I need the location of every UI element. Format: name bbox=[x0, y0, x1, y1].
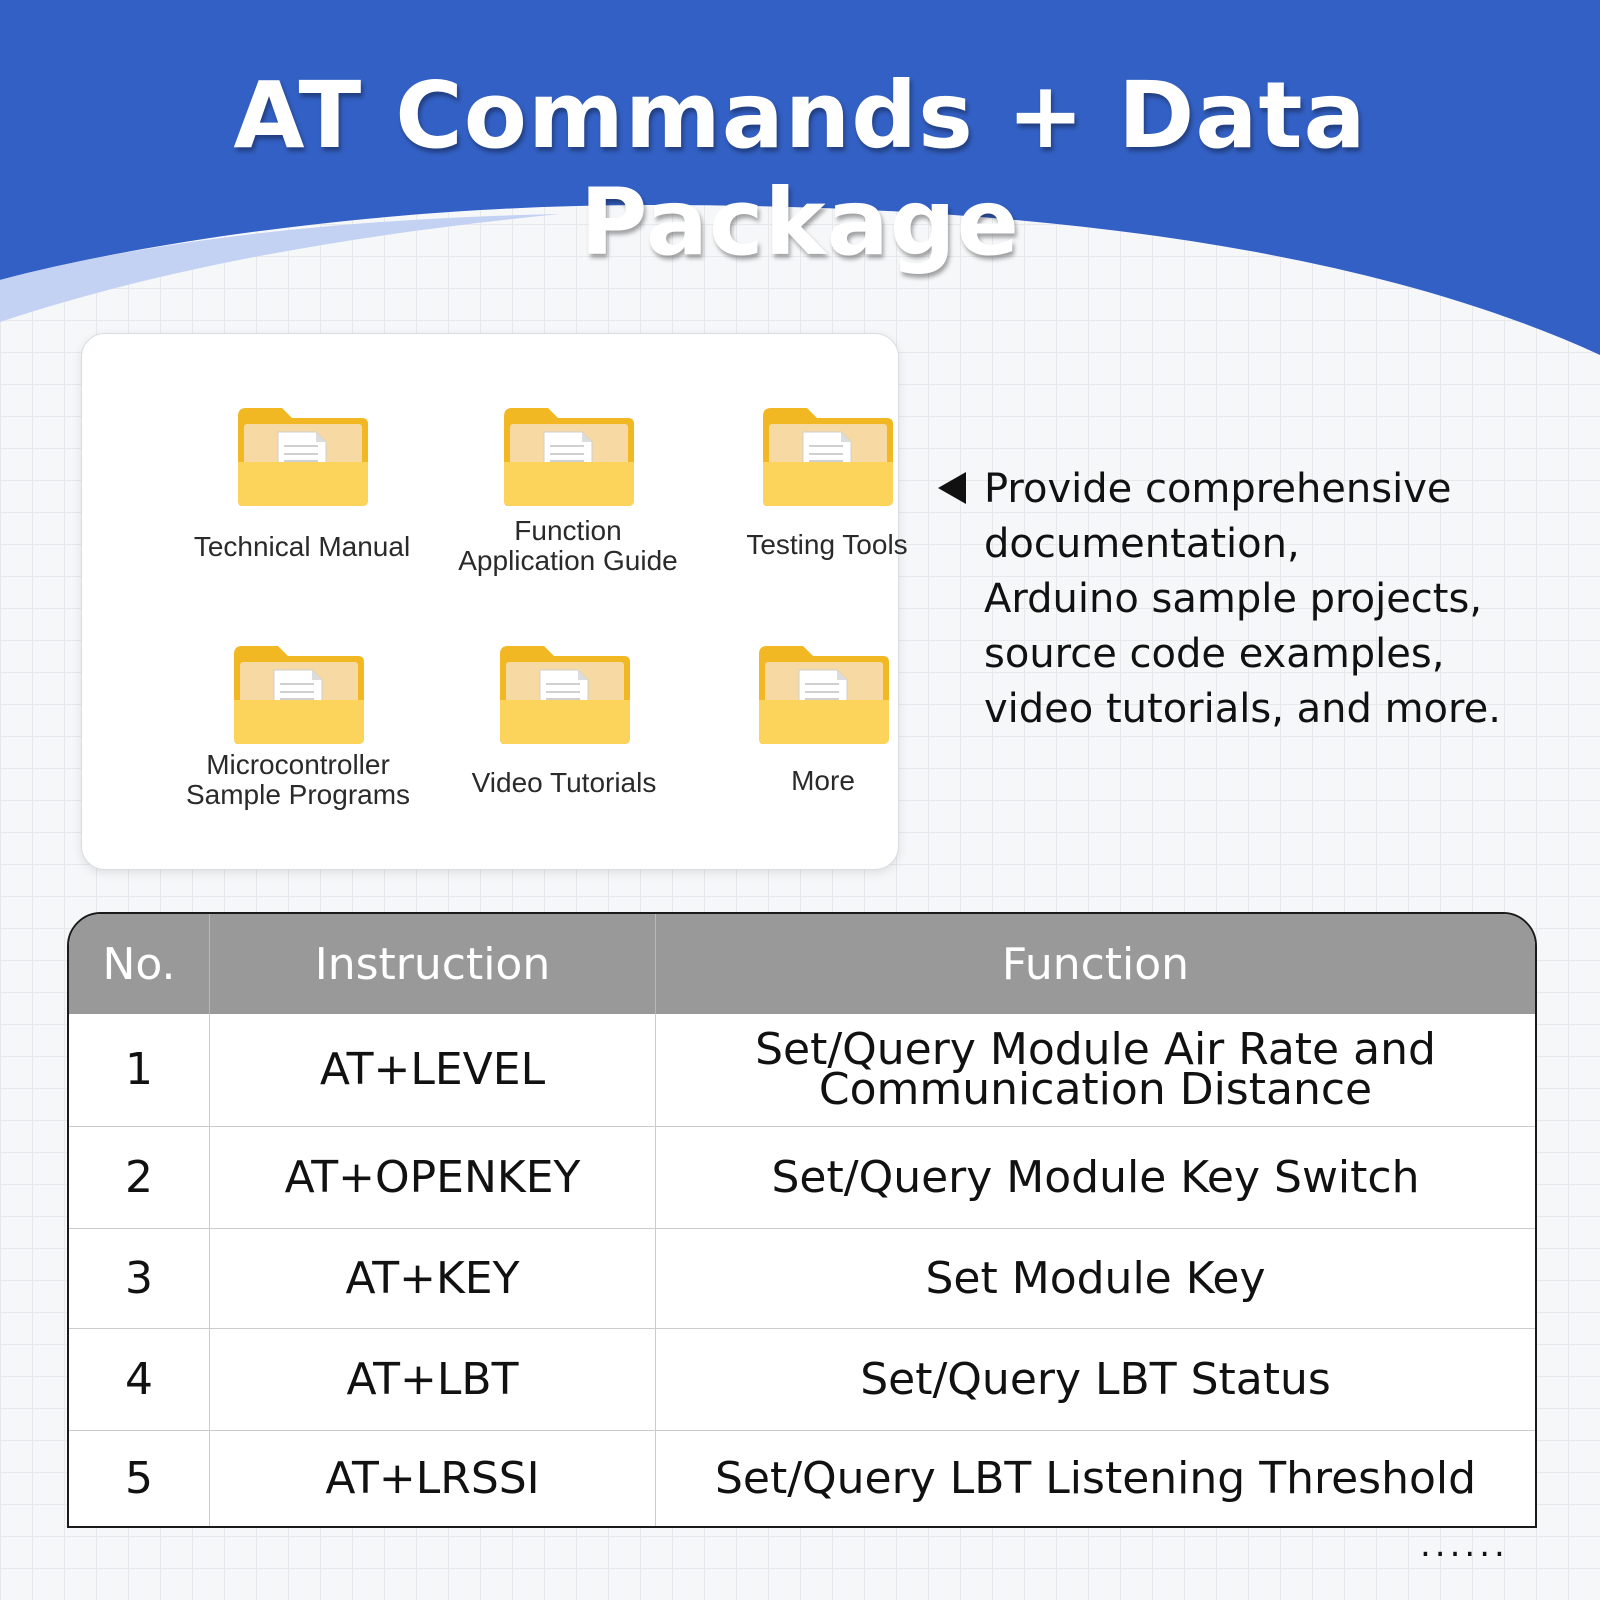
folder-icon bbox=[763, 408, 893, 506]
header-instruction: Instruction bbox=[210, 914, 656, 1014]
cell-function: Set/Query Module Air Rate and Communicat… bbox=[755, 1024, 1436, 1115]
at-commands-table: No. Instruction Function 1 AT+LEVEL Set/… bbox=[67, 912, 1537, 1528]
folder-icon bbox=[504, 408, 634, 506]
description-text: Provide comprehensive documentation, Ard… bbox=[984, 466, 1501, 732]
triangle-left-icon bbox=[938, 472, 966, 504]
header-function: Function bbox=[656, 914, 1535, 1014]
folder-label: Testing Tools bbox=[746, 529, 908, 560]
folder-icon bbox=[500, 646, 630, 744]
data-package-panel: Technical Manual Function Application Gu… bbox=[81, 333, 908, 870]
cell-instruction: AT+LEVEL bbox=[210, 1014, 656, 1126]
table-row: 5 AT+LRSSI Set/Query LBT Listening Thres… bbox=[69, 1430, 1535, 1526]
cell-instruction: AT+OPENKEY bbox=[210, 1126, 656, 1228]
header-banner: AT Commands + Data Package bbox=[0, 0, 1600, 360]
table-row: 4 AT+LBT Set/Query LBT Status bbox=[69, 1328, 1535, 1430]
folder-label: Microcontroller Sample Programs bbox=[185, 749, 411, 810]
cell-no: 2 bbox=[69, 1126, 210, 1228]
cell-no: 3 bbox=[69, 1228, 210, 1328]
cell-function: Set/Query Module Key Switch bbox=[656, 1126, 1535, 1228]
cell-instruction: AT+LRSSI bbox=[210, 1430, 656, 1526]
folder-icon bbox=[759, 646, 889, 744]
folder-more[interactable]: More bbox=[693, 642, 953, 796]
more-ellipsis: ...... bbox=[1420, 1525, 1509, 1565]
table-row: 3 AT+KEY Set Module Key bbox=[69, 1228, 1535, 1328]
folder-microcontroller-sample-programs[interactable]: Microcontroller Sample Programs bbox=[168, 642, 428, 810]
cell-function: Set/Query LBT Status bbox=[656, 1328, 1535, 1430]
folder-icon bbox=[234, 646, 364, 744]
folder-testing-tools[interactable]: Testing Tools bbox=[697, 404, 957, 560]
cell-no: 4 bbox=[69, 1328, 210, 1430]
cell-function: Set/Query LBT Listening Threshold bbox=[656, 1430, 1535, 1526]
folder-label: More bbox=[791, 765, 855, 796]
header-wave-shape bbox=[0, 0, 1600, 355]
header-no: No. bbox=[69, 914, 210, 1014]
folder-function-application-guide[interactable]: Function Application Guide bbox=[438, 404, 698, 576]
cell-instruction: AT+KEY bbox=[210, 1228, 656, 1328]
folder-icon bbox=[238, 408, 368, 506]
cell-no: 1 bbox=[69, 1014, 210, 1126]
folder-label: Technical Manual bbox=[193, 531, 411, 562]
description-block: Provide comprehensive documentation, Ard… bbox=[938, 462, 1578, 737]
folder-technical-manual[interactable]: Technical Manual bbox=[172, 404, 432, 562]
cell-instruction: AT+LBT bbox=[210, 1328, 656, 1430]
cell-function: Set Module Key bbox=[656, 1228, 1535, 1328]
table-header-row: No. Instruction Function bbox=[69, 914, 1535, 1014]
page-title: AT Commands + Data Package bbox=[233, 62, 1367, 276]
folder-video-tutorials[interactable]: Video Tutorials bbox=[434, 642, 694, 798]
table-row: 2 AT+OPENKEY Set/Query Module Key Switch bbox=[69, 1126, 1535, 1228]
cell-no: 5 bbox=[69, 1430, 210, 1526]
table-row: 1 AT+LEVEL Set/Query Module Air Rate and… bbox=[69, 1014, 1535, 1126]
folder-label: Function Application Guide bbox=[458, 515, 678, 576]
folder-label: Video Tutorials bbox=[471, 767, 657, 798]
